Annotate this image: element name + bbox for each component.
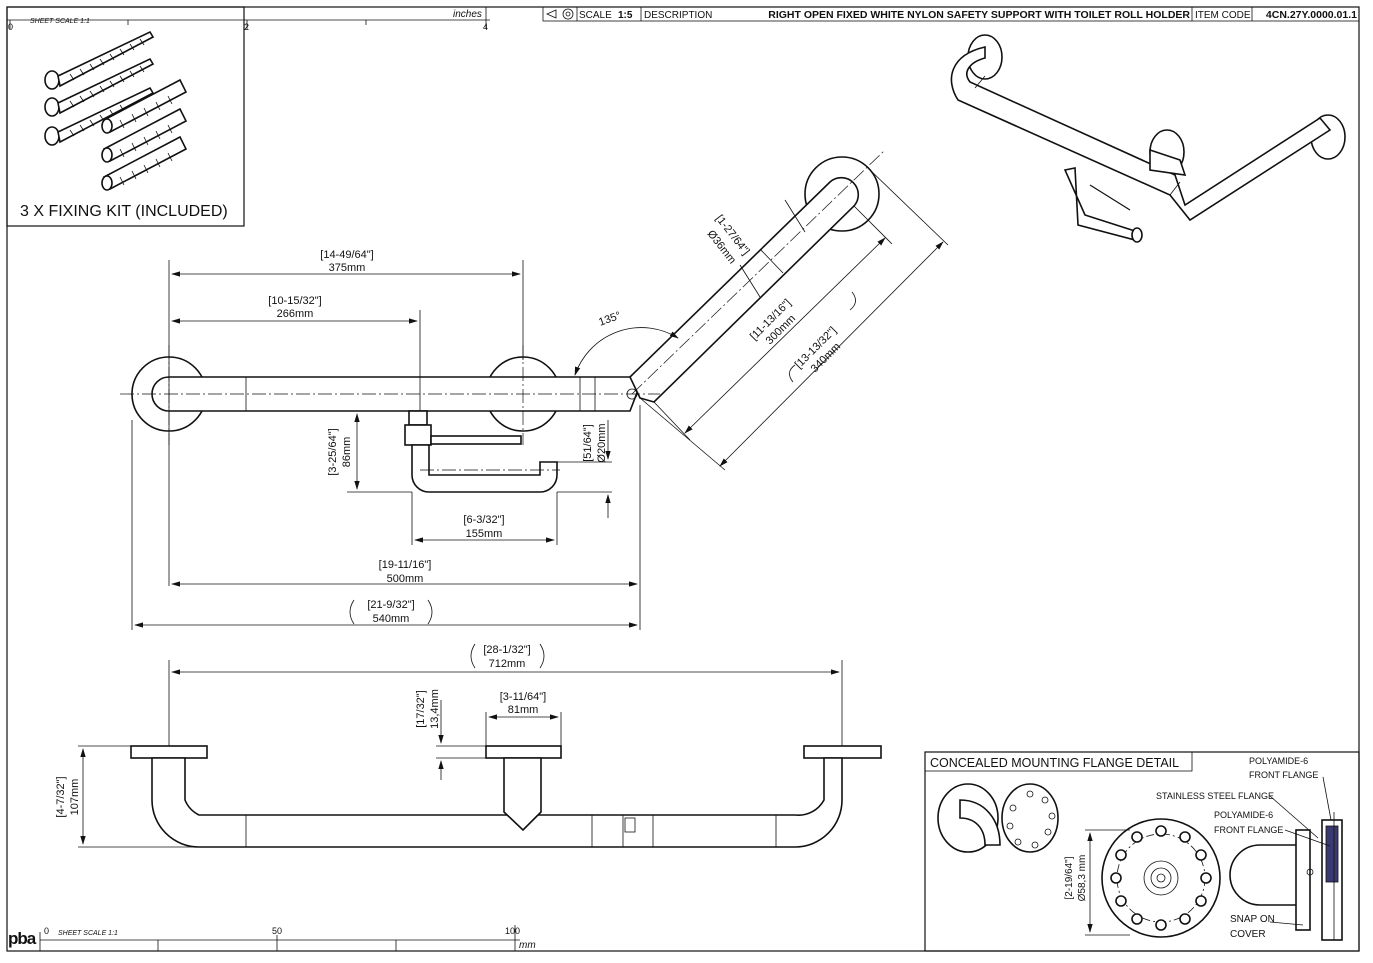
screw-icon <box>44 30 155 90</box>
dim-155-imperial: [6-3/32"] <box>463 514 504 526</box>
front-flange-left <box>130 745 208 759</box>
dim-107-imperial: [4-7/32"] <box>55 776 67 817</box>
fixing-kit-label: 3 X FIXING KIT (INCLUDED) <box>20 203 228 220</box>
dim-712-metric: 712mm <box>489 658 526 670</box>
title-block: SCALE 1:5 DESCRIPTION RIGHT OPEN FIXED W… <box>542 6 1360 22</box>
isometric-view <box>950 34 1346 243</box>
wall-plug-icon <box>101 78 188 134</box>
callout-polyamide-1-line2: FRONT FLANGE <box>1249 770 1318 780</box>
fixing-kit-panel: 3 X FIXING KIT (INCLUDED) <box>6 6 245 227</box>
ruler-bottom-tick-50: 50 <box>272 926 282 936</box>
callout-stainless-steel: STAINLESS STEEL FLANGE <box>1156 791 1274 801</box>
dim-81-metric: 81mm <box>508 704 539 716</box>
wall-plug-icon <box>101 135 188 191</box>
ruler-top-tick-2: 2 <box>244 22 249 32</box>
front-flange-middle <box>485 745 562 759</box>
dim-angle-135: 135° <box>597 310 622 329</box>
front-flange-right <box>803 745 882 759</box>
ruler-top-tick-4: 4 <box>483 22 488 32</box>
flange-detail-panel: CONCEALED MOUNTING FLANGE DETAIL [2-19/6… <box>924 751 1360 952</box>
callout-polyamide-2-line2: FRONT FLANGE <box>1214 825 1283 835</box>
flange-detail-title: CONCEALED MOUNTING FLANGE DETAIL <box>930 756 1179 770</box>
pba-logo: pba <box>8 929 37 948</box>
ruler-bottom-scale-note: SHEET SCALE 1:1 <box>58 930 118 937</box>
dim-375-imperial: [14-49/64"] <box>320 249 373 261</box>
dim-107-metric: 107mm <box>69 779 81 816</box>
dim-13-metric: 13,4mm <box>429 689 441 729</box>
ruler-bottom: 0 50 100 mm SHEET SCALE 1:1 <box>39 925 536 951</box>
dim-58-metric: Ø58,3 mm <box>1077 855 1088 902</box>
ruler-top-tick-0: 0 <box>8 22 13 32</box>
screw-icon <box>44 57 155 117</box>
dim-500-metric: 500mm <box>387 573 424 585</box>
ruler-bottom-unit: mm <box>519 940 536 951</box>
dim-86-metric: 86mm <box>341 437 353 468</box>
description-label: DESCRIPTION <box>644 10 712 21</box>
dim-81-imperial: [3-11/64"] <box>500 691 547 703</box>
callout-polyamide-2-line1: POLYAMIDE-6 <box>1214 810 1273 820</box>
dim-540-metric: 540mm <box>373 613 410 625</box>
ruler-top-unit: inches <box>453 9 482 20</box>
dim-375-metric: 375mm <box>329 262 366 274</box>
ruler-bottom-tick-0: 0 <box>44 926 49 936</box>
ruler-top: 0 2 4 inches SHEET SCALE 1:1 <box>7 7 490 32</box>
dim-500-imperial: [19-11/16"] <box>379 559 432 571</box>
callout-snap-cover-line1: SNAP ON <box>1230 914 1275 925</box>
dim-155-metric: 155mm <box>466 528 503 540</box>
screw-icon <box>44 86 155 146</box>
callout-snap-cover-line2: COVER <box>1230 929 1266 940</box>
item-code-value: 4CN.27Y.0000.01.1 <box>1266 9 1357 21</box>
dim-20-imperial: [51/64"] <box>582 424 594 462</box>
wall-plug-icon <box>101 107 188 163</box>
callout-polyamide-1-line1: POLYAMIDE-6 <box>1249 756 1308 766</box>
dim-266-imperial: [10-15/32"] <box>268 295 321 307</box>
dim-13-imperial: [17/32"] <box>415 690 427 728</box>
dim-58-imperial: [2-19/64"] <box>1064 856 1075 899</box>
dim-86-imperial: [3-25/64"] <box>327 428 339 475</box>
dim-20-metric: Ø20mm <box>596 423 608 462</box>
item-code-label: ITEM CODE <box>1195 10 1251 21</box>
projection-symbol-icon <box>546 8 574 20</box>
scale-label: SCALE <box>579 10 612 21</box>
dim-266-metric: 266mm <box>277 308 314 320</box>
ruler-top-scale-note: SHEET SCALE 1:1 <box>30 18 90 25</box>
dim-540-imperial: [21-9/32"] <box>367 599 414 611</box>
front-view: [28-1/32"] 712mm [3-11/64"] 81mm [17/32"… <box>55 643 882 848</box>
description-value: RIGHT OPEN FIXED WHITE NYLON SAFETY SUPP… <box>768 9 1190 21</box>
ruler-bottom-tick-100: 100 <box>505 926 520 936</box>
scale-value: 1:5 <box>618 10 633 21</box>
dim-712-imperial: [28-1/32"] <box>483 644 530 656</box>
